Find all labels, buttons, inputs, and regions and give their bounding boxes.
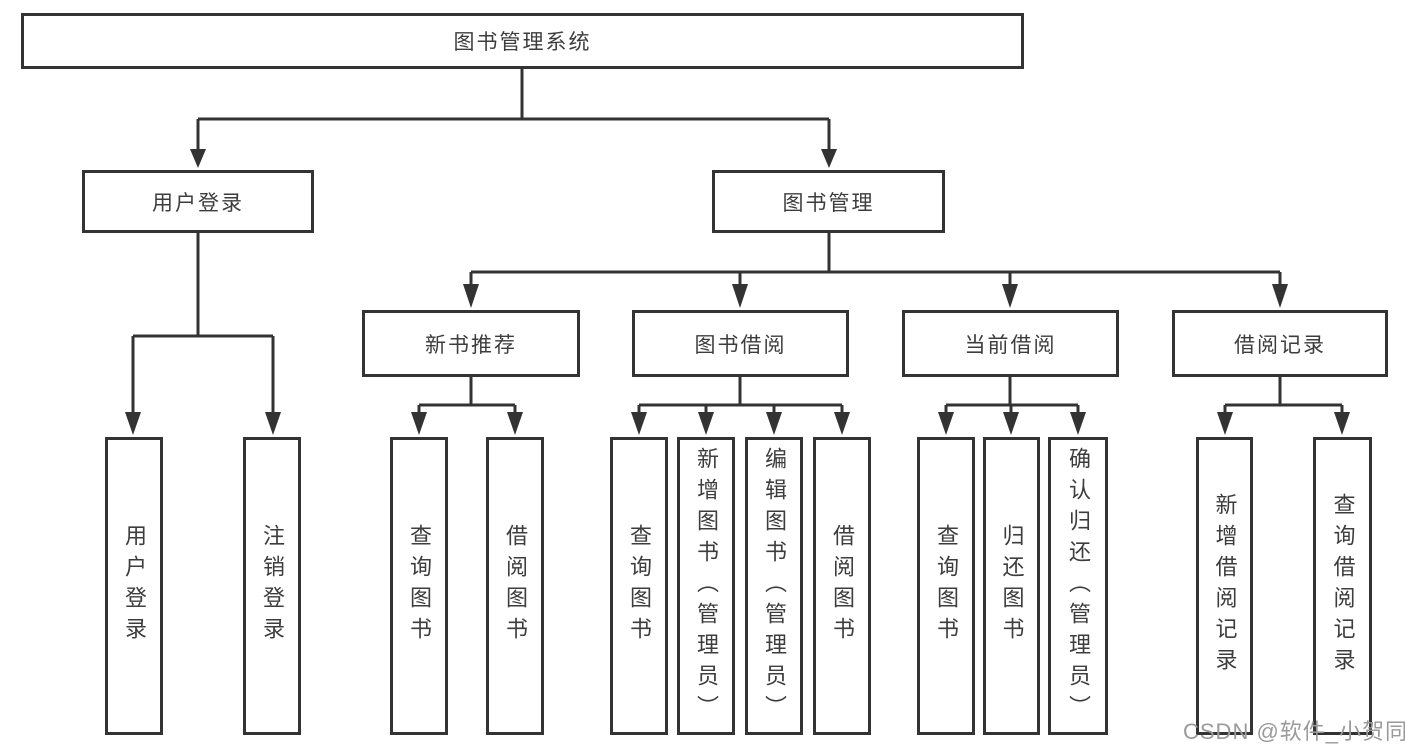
connector-user-login-branch [125, 233, 281, 435]
csdn-watermark: CSDN @软件_小贺同学 [1183, 719, 1405, 744]
connector-book-management-branch [463, 233, 1288, 308]
leaf-query-books-1: 查询图书 [390, 437, 448, 735]
connector-current-borrow-branch [938, 377, 1086, 435]
leaf-logout: 注销登录 [243, 437, 301, 735]
leaf-return-books: 归还图书 [983, 437, 1040, 735]
node-current-borrow: 当前借阅 [902, 310, 1119, 377]
leaf-borrow-books-2: 借阅图书 [813, 437, 871, 735]
leaf-borrow-books-1: 借阅图书 [486, 437, 544, 735]
node-borrow-records: 借阅记录 [1172, 310, 1388, 377]
connector-new-book-branch [411, 377, 523, 435]
node-root: 图书管理系统 [21, 13, 1024, 69]
leaf-edit-book-admin: 编辑图书（管理员） [745, 437, 803, 735]
connector-root-to-level2 [190, 69, 837, 168]
leaf-add-borrow-record: 新增借阅记录 [1196, 437, 1253, 735]
leaf-query-borrow-record: 查询借阅记录 [1313, 437, 1372, 735]
leaf-query-books-3: 查询图书 [917, 437, 975, 735]
leaf-query-books-2: 查询图书 [610, 437, 668, 735]
node-new-book-recommend: 新书推荐 [362, 310, 580, 377]
node-book-management: 图书管理 [712, 170, 945, 233]
node-book-borrow: 图书借阅 [632, 310, 849, 377]
leaf-add-book-admin: 新增图书（管理员） [677, 437, 735, 735]
leaf-confirm-return-admin: 确认归还（管理员） [1048, 437, 1108, 735]
leaf-user-login: 用户登录 [105, 437, 163, 735]
node-user-login: 用户登录 [82, 170, 314, 233]
connector-borrow-records-branch [1217, 377, 1350, 435]
connector-book-borrow-branch [631, 377, 850, 435]
